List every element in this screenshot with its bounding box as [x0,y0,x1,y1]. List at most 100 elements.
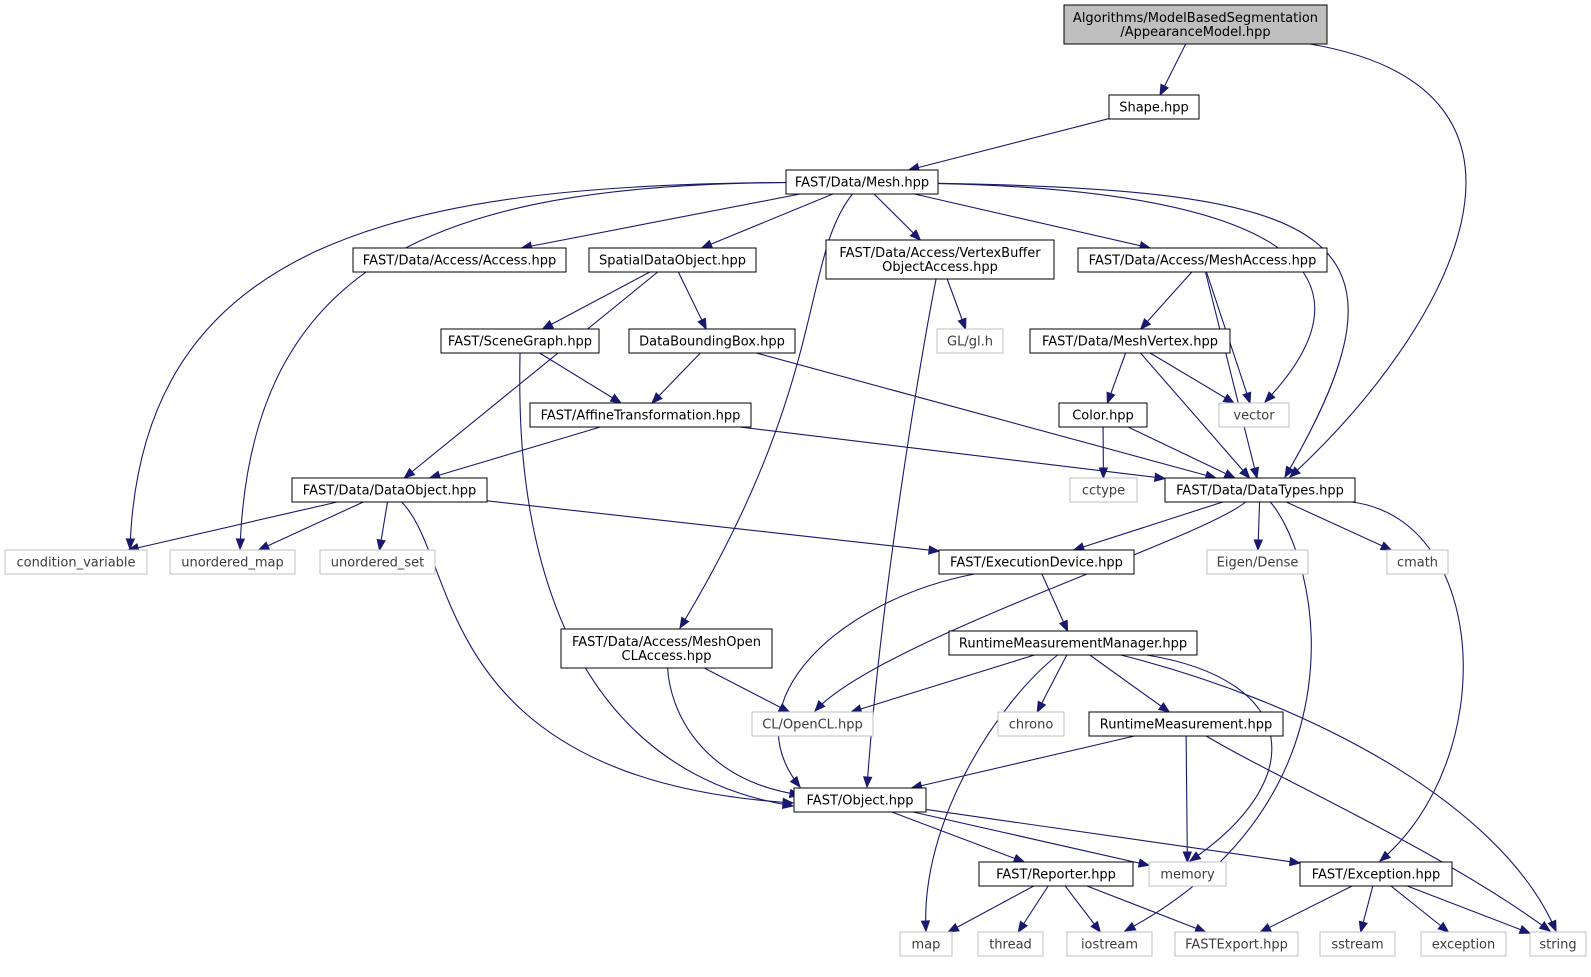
node-label-iostream: iostream [1081,938,1138,953]
edge-meshaccess-to-datatypes [1204,271,1260,480]
edge-rtm-to-string [1205,735,1552,932]
edge-rtmm-to-string [1120,654,1557,933]
node-label-rtm: RuntimeMeasurement.hpp [1100,718,1272,733]
node-rtm[interactable]: RuntimeMeasurement.hpp [1088,711,1284,737]
edge-mesh-to-access [520,193,801,251]
node-label-bbox: DataBoundingBox.hpp [639,335,785,350]
node-meshaccess[interactable]: FAST/Data/Access/MeshAccess.hpp [1077,247,1328,273]
node-label-access: FAST/Data/Access/Access.hpp [363,254,556,269]
node-map: map [899,931,953,957]
edge-exception_hpp-to-string [1407,885,1532,934]
edge-datatypes-to-cmath [1286,501,1393,551]
node-affine[interactable]: FAST/AffineTransformation.hpp [529,402,752,428]
edge-color-to-cctype [1098,426,1109,480]
node-label-exception_hpp: FAST/Exception.hpp [1312,868,1441,883]
node-memory: memory [1148,861,1227,887]
node-label-meshaccess: FAST/Data/Access/MeshAccess.hpp [1089,254,1317,269]
edge-dataobject-to-execdev [486,500,941,555]
node-label-glh: GL/gl.h [947,335,993,350]
edge-mesh-to-meshocl [679,193,853,630]
node-thread: thread [977,931,1044,957]
node-cctype: cctype [1069,477,1138,503]
edge-meshocl-to-opencl [703,667,791,713]
node-mesh[interactable]: FAST/Data/Mesh.hpp [785,169,939,195]
node-object[interactable]: FAST/Object.hpp [793,787,927,813]
node-reporter[interactable]: FAST/Reporter.hpp [978,861,1134,887]
edge-spatial-to-bbox [677,271,707,331]
node-scenegraph[interactable]: FAST/SceneGraph.hpp [440,328,600,354]
node-fastexport: FASTExport.hpp [1174,931,1299,957]
edge-rtm-to-memory [1182,735,1193,864]
edge-scenegraph-to-affine [539,352,623,404]
node-execdev[interactable]: FAST/ExecutionDevice.hpp [938,549,1135,575]
node-exception_hpp[interactable]: FAST/Exception.hpp [1299,861,1453,887]
edges-layer [125,43,1557,934]
node-label-string: string [1539,938,1576,953]
edge-shape-to-mesh [907,118,1110,172]
edge-spatial-to-dataobject [403,271,659,479]
edge-dataobject-to-umap [257,501,364,551]
edge-color-to-datatypes [1127,426,1237,479]
edge-meshvertex-to-color [1106,352,1127,405]
node-label-condvar: condition_variable [16,556,135,571]
edge-vbo-to-glh [946,278,967,331]
edge-mesh-to-vector [937,183,1316,403]
node-label-spatial: SpatialDataObject.hpp [599,254,746,269]
node-rtmm[interactable]: RuntimeMeasurementManager.hpp [948,630,1198,656]
node-label-color: Color.hpp [1072,409,1134,424]
node-eigen: Eigen/Dense [1206,549,1309,575]
nodes-layer: Algorithms/ModelBasedSegmentation/Appear… [4,4,1587,957]
edge-spatial-to-scenegraph [541,271,651,330]
edge-exception_hpp-to-exception [1390,885,1450,933]
node-label-mesh: FAST/Data/Mesh.hpp [795,176,929,191]
edge-meshvertex-to-datatypes [1140,352,1251,480]
node-bbox[interactable]: DataBoundingBox.hpp [628,328,796,354]
node-label-cmath: cmath [1397,556,1438,571]
edge-exception_hpp-to-fastexport [1259,885,1353,933]
edge-affine-to-datatypes [739,426,1167,482]
node-cmath: cmath [1386,549,1449,575]
edge-mesh-to-vbo [873,193,922,241]
node-label-affine: FAST/AffineTransformation.hpp [541,409,741,424]
node-datatypes[interactable]: FAST/Data/DataTypes.hpp [1164,477,1356,503]
node-label-eigen: Eigen/Dense [1217,556,1299,571]
node-label-meshvertex: FAST/Data/MeshVertex.hpp [1042,335,1218,350]
node-label-rtmm: RuntimeMeasurementManager.hpp [959,637,1187,652]
node-label-opencl: CL/OpenCL.hpp [762,718,863,733]
edge-dataobject-to-uset [376,501,389,552]
node-label-sstream: sstream [1331,938,1383,953]
node-label-map: map [912,938,941,953]
node-access[interactable]: FAST/Data/Access/Access.hpp [352,247,567,273]
node-root[interactable]: Algorithms/ModelBasedSegmentation/Appear… [1063,4,1328,45]
node-label-umap: unordered_map [181,556,284,571]
node-condvar: condition_variable [4,549,148,575]
node-dataobject[interactable]: FAST/Data/DataObject.hpp [291,477,488,503]
node-label-cctype: cctype [1082,484,1125,499]
node-label-scenegraph: FAST/SceneGraph.hpp [448,335,592,350]
node-shape[interactable]: Shape.hpp [1108,94,1200,120]
edge-rtm-to-object [910,735,1135,791]
node-label-object: FAST/Object.hpp [807,794,914,809]
node-meshvertex[interactable]: FAST/Data/MeshVertex.hpp [1029,328,1231,354]
edge-rtmm-to-map [920,654,1058,933]
edge-rtmm-to-memory [1146,654,1273,862]
edge-reporter-to-thread [1017,885,1049,934]
edge-object-to-memory [912,811,1151,868]
node-label-memory: memory [1160,868,1215,883]
edge-mesh-to-condvar [125,181,787,551]
edge-object-to-reporter [891,811,1026,863]
node-label-vector: vector [1233,409,1275,424]
node-spatial[interactable]: SpatialDataObject.hpp [588,247,757,273]
edge-meshaccess-to-meshvertex [1139,271,1193,331]
edge-datatypes-to-exception_hpp [1351,501,1464,862]
node-color[interactable]: Color.hpp [1058,402,1148,428]
node-label-thread: thread [989,938,1032,953]
node-uset: unordered_set [319,549,436,575]
edge-vbo-to-object [863,278,937,789]
edge-mesh-to-datatypes [937,182,1349,479]
